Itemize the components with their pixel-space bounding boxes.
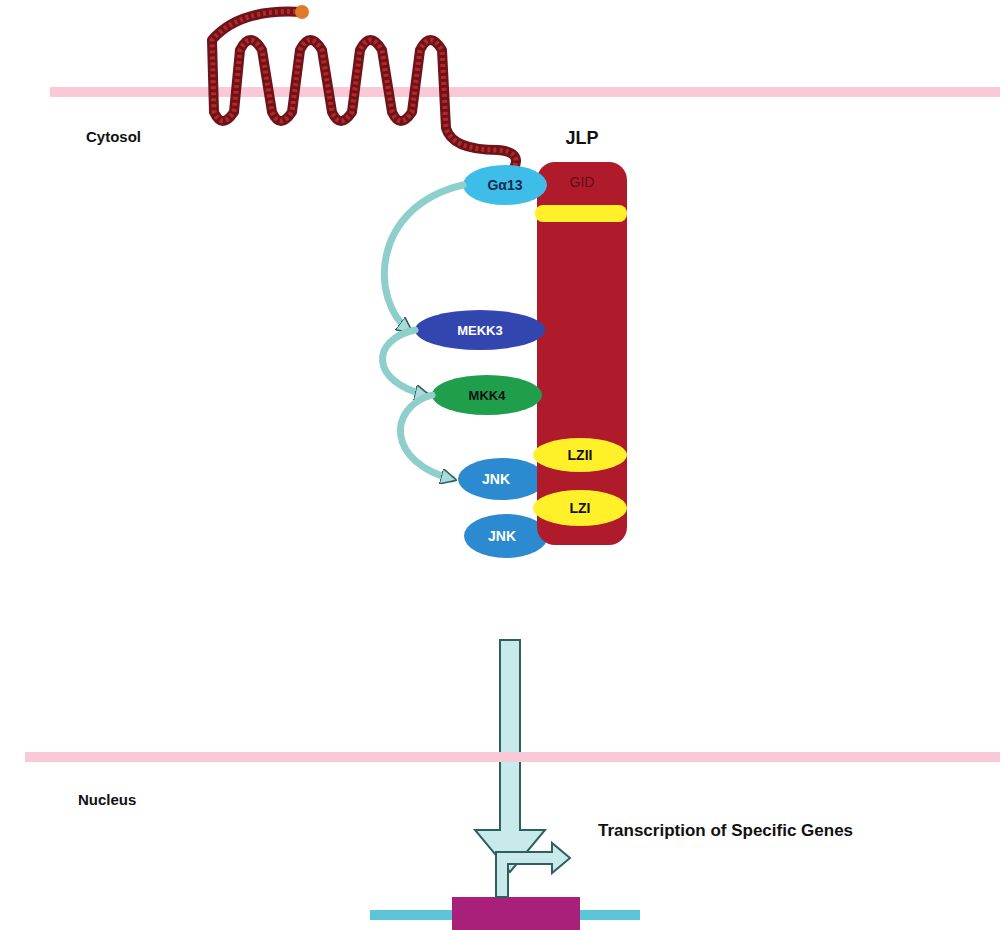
region-label: Cytosol xyxy=(86,128,141,145)
ellipse-fill xyxy=(533,438,627,472)
scaffold-bar: JLPGIDLZIILZI xyxy=(537,162,627,545)
kinase-ellipse: JNK xyxy=(458,458,546,500)
ellipse-fill xyxy=(464,514,548,558)
ellipse-fill xyxy=(463,165,547,205)
ellipse-fill xyxy=(432,375,542,415)
ellipse-fill xyxy=(415,310,545,350)
ellipse-fill xyxy=(458,458,546,500)
kinase-ellipse: JNK xyxy=(464,514,548,558)
domain-label: GID xyxy=(537,174,627,190)
node-label: Gα13 xyxy=(463,165,547,205)
ellipse-fill xyxy=(533,490,627,526)
protein-ellipse: Gα13 xyxy=(463,165,547,205)
activation-arrow xyxy=(400,395,452,479)
node-label: JNK xyxy=(458,458,546,500)
receptor-outline xyxy=(212,12,516,168)
kinase-ellipse: MKK4 xyxy=(432,375,542,415)
gene-box xyxy=(452,897,580,930)
leucine-zipper: LZI xyxy=(533,490,627,526)
plasma-membrane xyxy=(50,87,1000,97)
activation-arrow xyxy=(383,330,426,395)
transcription-arrow xyxy=(496,843,570,897)
leucine-zipper: LZII xyxy=(533,438,627,472)
region-label: Transcription of Specific Genes xyxy=(598,821,853,841)
node-label: JNK xyxy=(464,514,548,558)
node-label: MKK4 xyxy=(432,375,542,415)
node-label: LZII xyxy=(533,438,627,472)
kinase-ellipse: MEKK3 xyxy=(415,310,545,350)
nuclear-membrane xyxy=(25,752,1000,762)
receptor-n-terminus xyxy=(295,5,309,19)
node-label: LZI xyxy=(533,490,627,526)
activation-arrow xyxy=(384,185,463,330)
region-label: Nucleus xyxy=(78,791,136,808)
receptor-beads xyxy=(212,12,516,168)
bar-shape xyxy=(537,162,627,545)
node-label: MEKK3 xyxy=(415,310,545,350)
node-heading: JLP xyxy=(537,128,627,149)
domain-band xyxy=(535,205,627,222)
